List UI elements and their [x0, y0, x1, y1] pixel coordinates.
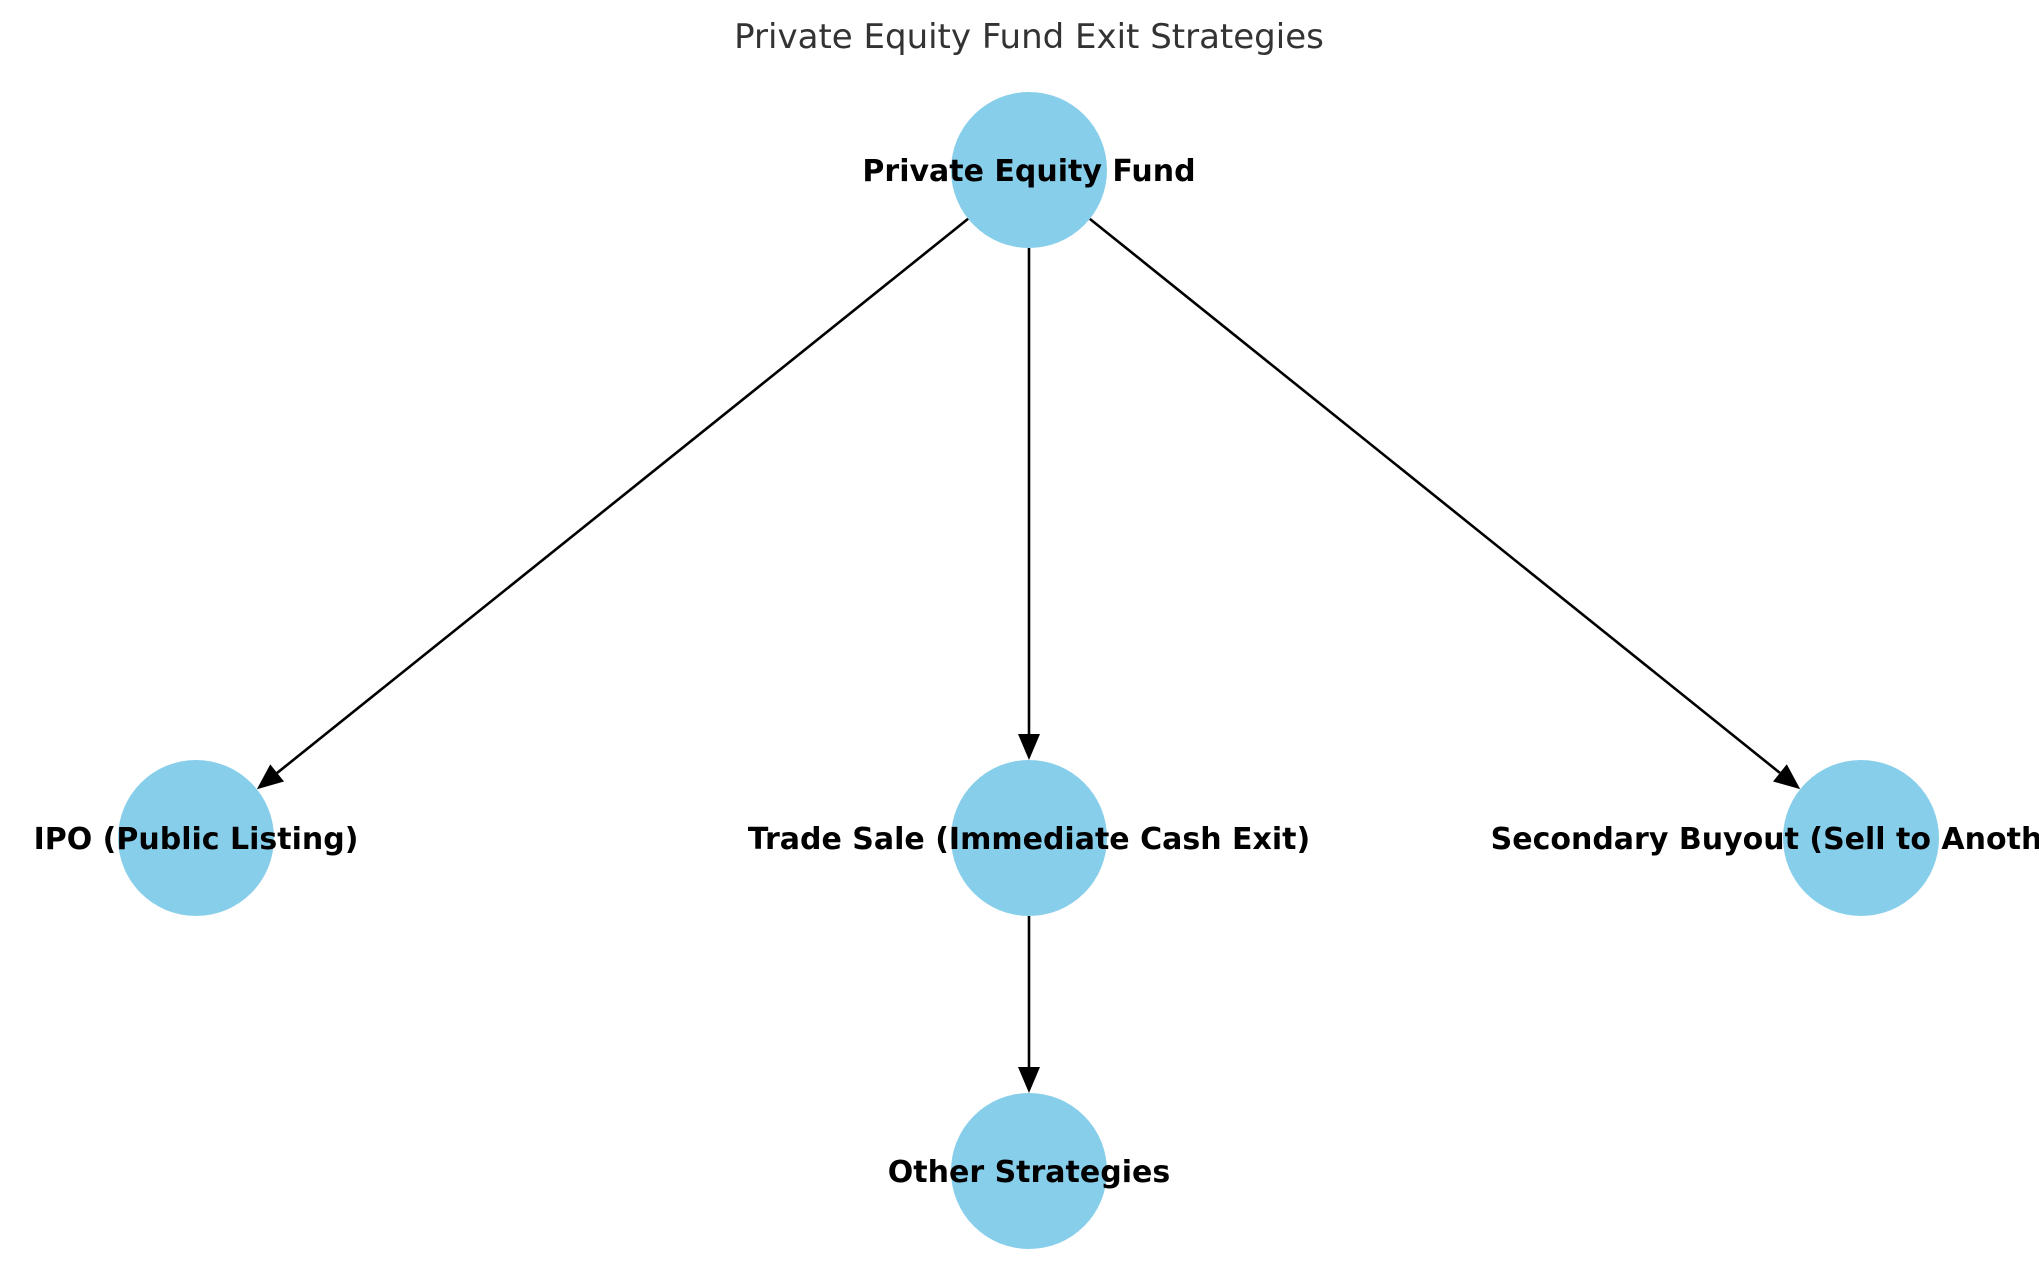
node-label: Other Strategies	[888, 1155, 1170, 1190]
node-trade-sale: Trade Sale (Immediate Cash Exit)	[748, 760, 1310, 916]
node-circle	[1783, 760, 1939, 916]
edge-root-to-ipo	[256, 217, 969, 790]
node-label: Secondary Buyout (Sell to Another PE Fir…	[1491, 822, 2039, 857]
edge-line	[276, 217, 969, 774]
node-label: IPO (Public Listing)	[34, 822, 359, 857]
edge-root-to-trade_sale	[1018, 248, 1040, 760]
node-circle	[118, 760, 274, 916]
node-secondary: Secondary Buyout (Sell to Another PE Fir…	[1491, 760, 2039, 916]
arrow-head	[1018, 1067, 1040, 1093]
arrow-head	[256, 764, 285, 790]
node-circle	[951, 760, 1107, 916]
edge-root-to-secondary	[1089, 217, 1801, 790]
edge-trade_sale-to-other	[1018, 916, 1040, 1093]
arrow-head	[1018, 734, 1040, 760]
node-label: Private Equity Fund	[862, 154, 1195, 189]
node-root: Private Equity Fund	[862, 92, 1196, 248]
diagram-title: Private Equity Fund Exit Strategies	[734, 17, 1324, 57]
arrow-head	[1773, 764, 1801, 790]
node-circle	[951, 92, 1107, 248]
edge-line	[1089, 217, 1781, 774]
node-label: Trade Sale (Immediate Cash Exit)	[748, 822, 1310, 857]
node-other: Other Strategies	[888, 1093, 1170, 1249]
edge-layer	[256, 217, 1801, 1093]
node-ipo: IPO (Public Listing)	[34, 760, 359, 916]
node-circle	[951, 1093, 1107, 1249]
